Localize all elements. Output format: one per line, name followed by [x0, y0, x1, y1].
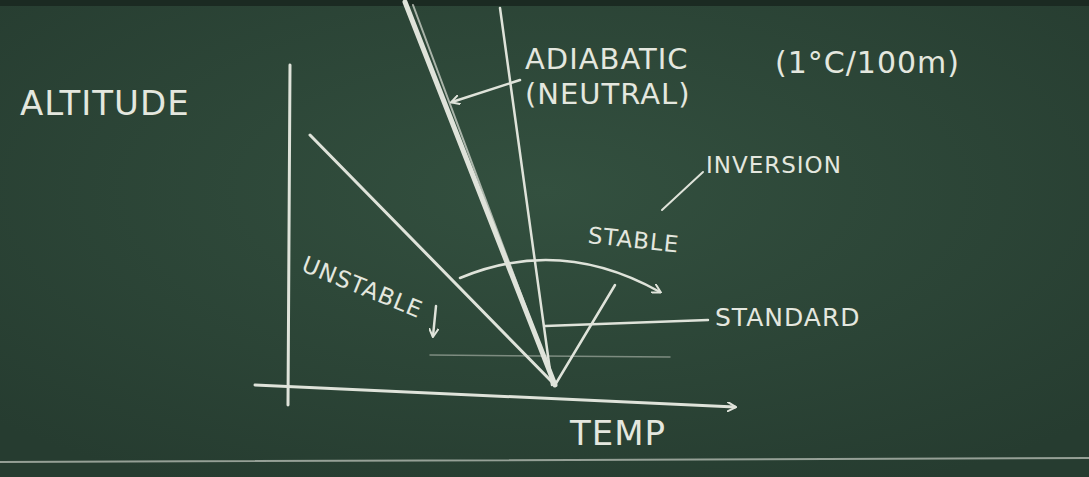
inversion-leader	[662, 172, 703, 210]
axis-label: ALTITUDE	[20, 83, 190, 124]
standard-leader	[545, 320, 708, 326]
board-ledge-line	[0, 458, 1089, 462]
stable-arrow	[460, 260, 660, 292]
adiabatic-pointer	[452, 80, 520, 102]
faint-line	[430, 355, 670, 357]
board-frame	[0, 0, 1089, 6]
curve-label: ADIABATIC (NEUTRAL)	[525, 42, 750, 112]
temp-axis	[255, 385, 735, 407]
curve-label: STANDARD	[715, 303, 861, 333]
inversion-line	[555, 285, 615, 385]
axis-label: TEMP	[570, 413, 666, 454]
rate-note: (1°C/100m)	[775, 45, 960, 81]
unstable-line	[310, 135, 555, 385]
altitude-axis	[288, 65, 290, 405]
curve-label: INVERSION	[706, 152, 842, 180]
unstable-arrow	[433, 306, 436, 336]
